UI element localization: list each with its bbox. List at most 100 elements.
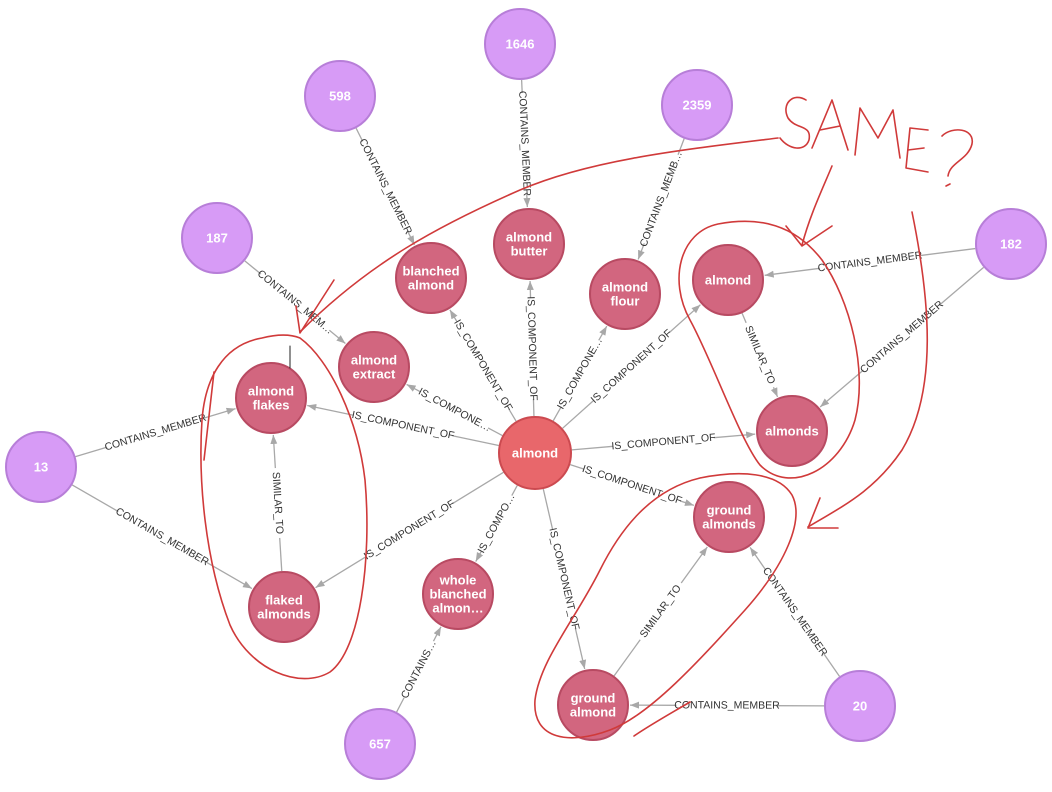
edge-label-contains-memb: CONTAINS_MEMB… xyxy=(638,150,685,249)
edge-line-arrow xyxy=(764,267,820,278)
node-label: butter xyxy=(511,244,548,259)
edge-line-arrow xyxy=(770,387,779,398)
edge-almond_r-almonds[interactable]: SIMILAR_TO xyxy=(741,312,779,398)
edge-line-arrow xyxy=(680,546,708,584)
node-n657[interactable]: 657 xyxy=(344,708,416,780)
edge-center-almond_butter[interactable]: IS_COMPONENT_OF xyxy=(525,280,540,417)
node-label: almon… xyxy=(432,601,483,616)
edge-flaked_almonds-almond_flakes[interactable]: SIMILAR_TO xyxy=(270,434,286,572)
edge-n20-ground_almond[interactable]: CONTAINS_MEMBER xyxy=(629,699,825,712)
node-whole-blanched[interactable]: wholeblanchedalmon… xyxy=(422,558,494,630)
node-n598[interactable]: 598 xyxy=(304,60,376,132)
node-label: almonds xyxy=(257,607,310,622)
node-label: 187 xyxy=(206,231,228,246)
edge-center-ground_almonds[interactable]: IS_COMPONENT_OF xyxy=(569,463,695,507)
edge-line xyxy=(542,488,554,530)
node-n13[interactable]: 13 xyxy=(5,431,77,503)
node-label: almond xyxy=(512,446,558,461)
node-circle xyxy=(589,258,661,330)
edge-n13-flaked_almonds[interactable]: CONTAINS_MEMBER xyxy=(71,484,253,590)
edge-center-ground_almond[interactable]: IS_COMPONENT_OF xyxy=(542,488,587,670)
node-label: flour xyxy=(611,294,640,309)
node-circle xyxy=(693,481,765,553)
edge-n20-ground_almonds[interactable]: CONTAINS_MEMBER xyxy=(749,547,841,677)
edge-line xyxy=(741,312,747,324)
edge-line xyxy=(552,406,562,422)
annotation-arrowhead-left xyxy=(295,279,335,334)
node-label: 598 xyxy=(329,89,351,104)
node-circle xyxy=(493,208,565,280)
edge-label-is-component-of: IS_COMPONENT_OF xyxy=(525,296,540,401)
edge-line xyxy=(279,537,283,572)
edge-line-arrow xyxy=(679,499,695,507)
edge-line-arrow xyxy=(668,304,701,334)
edge-n1646-almond_butter[interactable]: CONTAINS_MEMBER xyxy=(516,79,533,208)
edge-line-arrow xyxy=(637,243,645,260)
edge-n187-almond_extract[interactable]: CONTAINS_MEM… xyxy=(244,260,346,345)
edge-line xyxy=(511,485,518,496)
edge-center-almonds[interactable]: IS_COMPONENT_OF xyxy=(571,431,756,453)
edge-line-arrow xyxy=(819,369,864,408)
edge-center-blanched_almond[interactable]: IS_COMPONENT_OF xyxy=(449,309,517,422)
node-n1646[interactable]: 1646 xyxy=(484,8,556,80)
edge-line-arrow xyxy=(713,431,756,439)
node-label: flakes xyxy=(253,398,290,413)
edge-n598-blanched_almond[interactable]: CONTAINS_MEMBER xyxy=(355,127,416,246)
edge-label-is-component-of: IS_COMPONENT_OF xyxy=(581,463,684,507)
node-label: 182 xyxy=(1000,237,1022,252)
node-label: almond xyxy=(570,705,616,720)
edge-n182-almond_r[interactable]: CONTAINS_MEMBER xyxy=(764,247,976,278)
edge-label-is-component-of: IS_COMPONENT_OF xyxy=(362,498,457,563)
node-circle xyxy=(304,60,376,132)
node-label: almonds xyxy=(702,517,755,532)
node-n182[interactable]: 182 xyxy=(975,208,1047,280)
edge-n13-almond_flakes[interactable]: CONTAINS_MEMBER xyxy=(75,407,236,458)
node-label: 20 xyxy=(853,699,867,714)
edge-label-is-component-of: IS_COMPONENT_OF xyxy=(589,327,675,406)
node-label: blanched xyxy=(402,264,459,279)
node-label: 2359 xyxy=(683,98,712,113)
edge-n657-whole_blanched[interactable]: CONTAINS… xyxy=(396,626,442,713)
edge-label-contains-member: CONTAINS_MEMBER xyxy=(858,298,946,376)
edge-center-almond_flour[interactable]: IS_COMPONE… xyxy=(552,325,608,422)
node-circle xyxy=(756,395,828,467)
node-n2359[interactable]: 2359 xyxy=(661,69,733,141)
edge-label-is-compo: IS_COMPO… xyxy=(475,492,517,556)
edge-center-whole_blanched[interactable]: IS_COMPO… xyxy=(475,485,518,562)
edge-line xyxy=(571,445,614,451)
node-circle xyxy=(395,242,467,314)
annotation-arrow-bottomright xyxy=(807,211,929,528)
edge-label-is-component-of: IS_COMPONENT_OF xyxy=(451,318,515,414)
edge-n182-almonds[interactable]: CONTAINS_MEMBER xyxy=(819,266,985,408)
node-label: 1646 xyxy=(506,37,535,52)
edge-line xyxy=(677,138,685,155)
edge-ground_almond-ground_almonds[interactable]: SIMILAR_TO xyxy=(613,546,708,677)
node-label: almond xyxy=(248,384,294,399)
edge-label-contains-member: CONTAINS_MEMBER xyxy=(103,412,208,454)
node-almond-r[interactable]: almond xyxy=(692,244,764,316)
annotation-loop-ground xyxy=(534,472,797,739)
node-circle xyxy=(422,558,494,630)
node-center[interactable]: almond xyxy=(498,416,572,490)
annotation-arrowhead-bottomright xyxy=(807,497,839,529)
node-n20[interactable]: 20 xyxy=(824,670,896,742)
node-label: almond xyxy=(506,230,552,245)
node-circle xyxy=(248,571,320,643)
node-circle xyxy=(498,416,572,490)
node-label: almond xyxy=(408,278,454,293)
edge-label-contains: CONTAINS… xyxy=(399,638,439,700)
edge-line xyxy=(520,79,523,94)
node-n187[interactable]: 187 xyxy=(181,202,253,274)
node-label: flaked xyxy=(265,593,303,608)
node-almonds[interactable]: almonds xyxy=(756,395,828,467)
